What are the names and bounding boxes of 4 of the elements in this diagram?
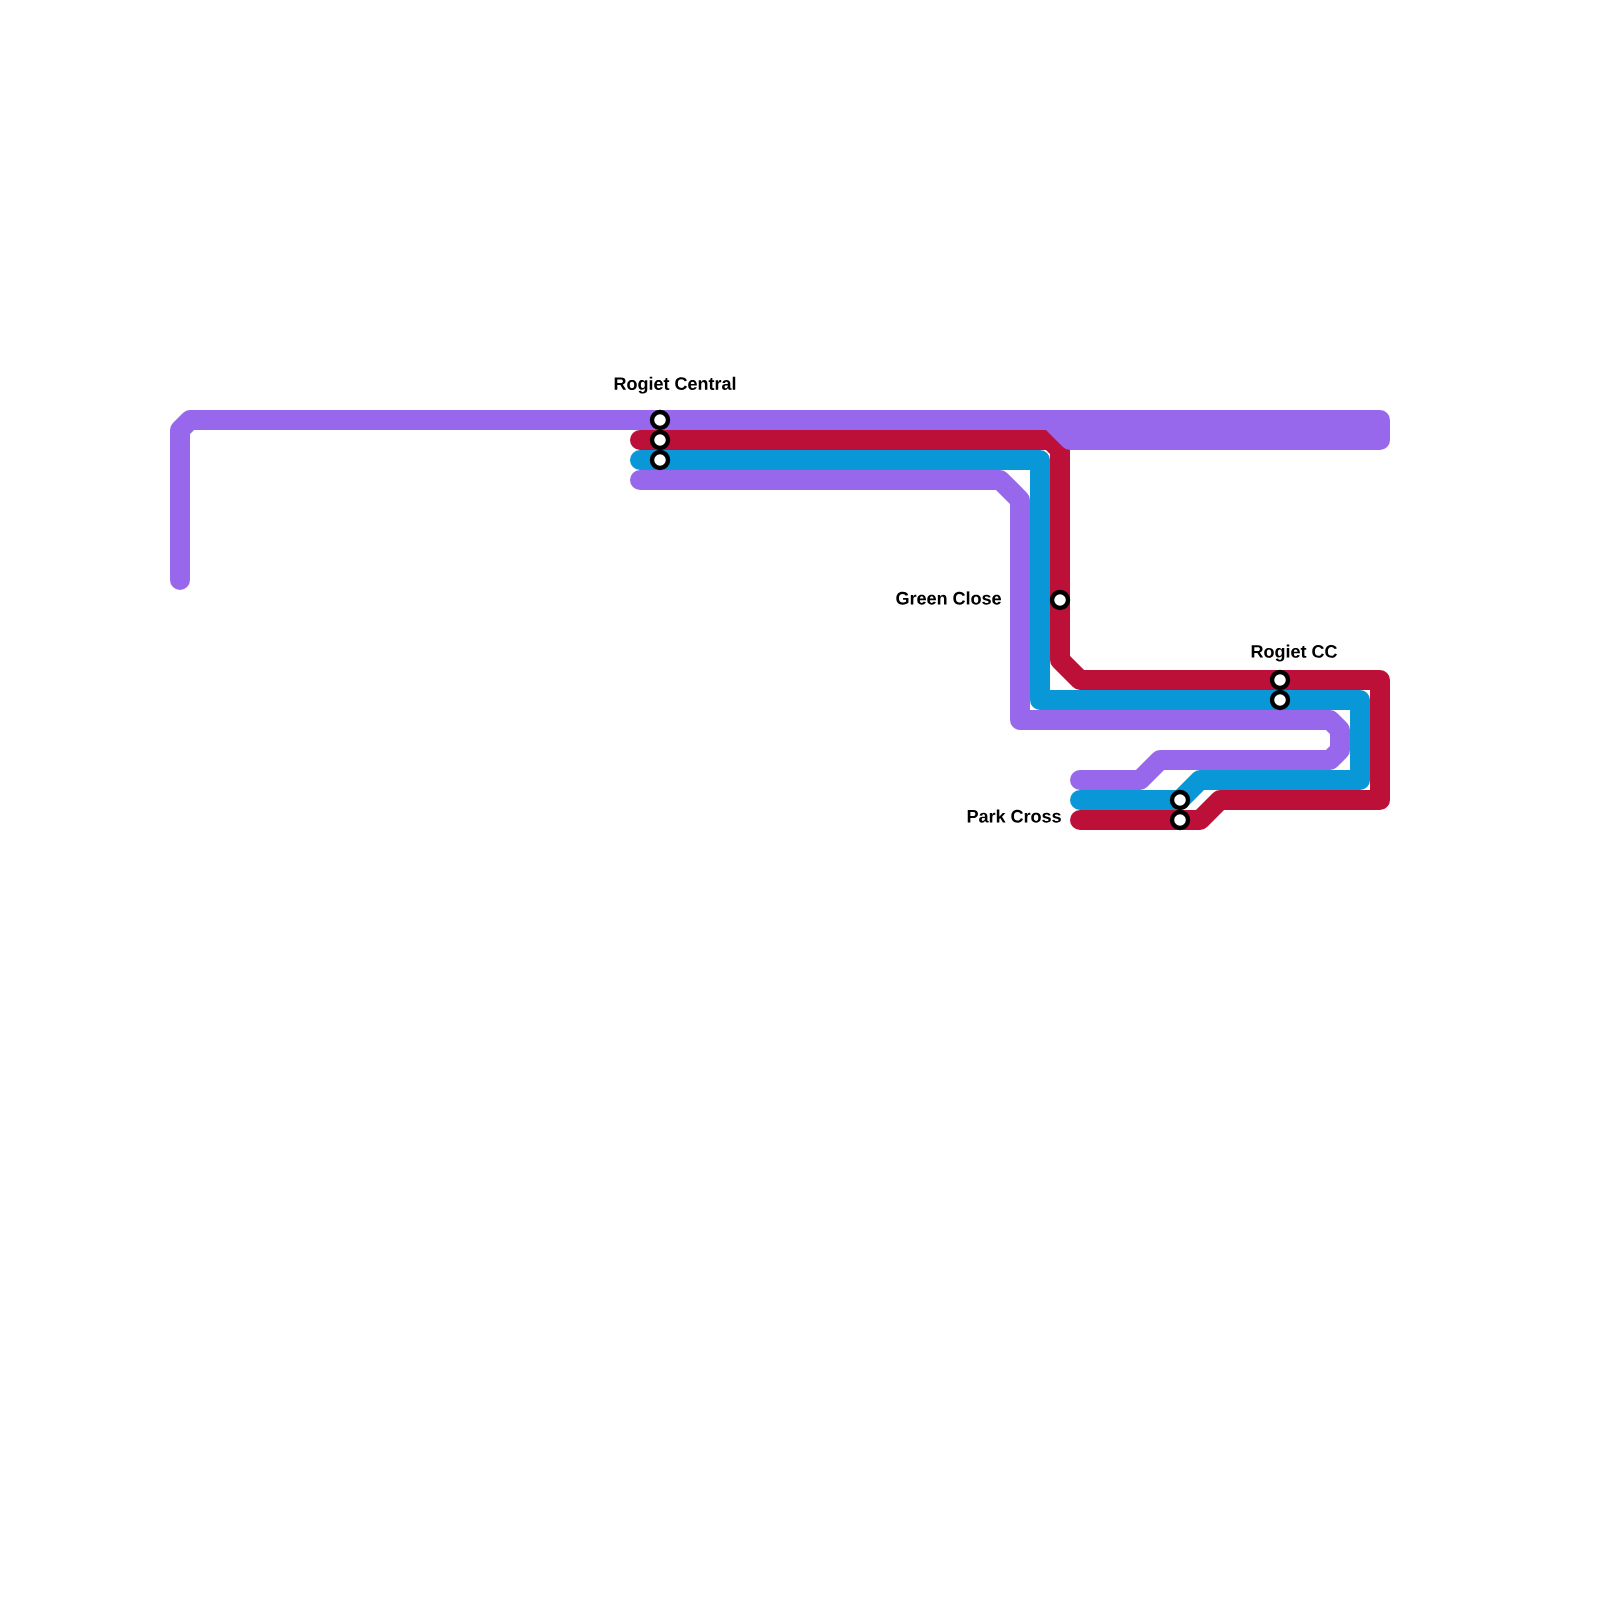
- station-label: Rogiet Central: [614, 376, 736, 394]
- station-label: Rogiet CC: [1251, 644, 1337, 662]
- station-label: Green Close: [896, 591, 1001, 605]
- station-label: Park Cross: [967, 809, 1061, 823]
